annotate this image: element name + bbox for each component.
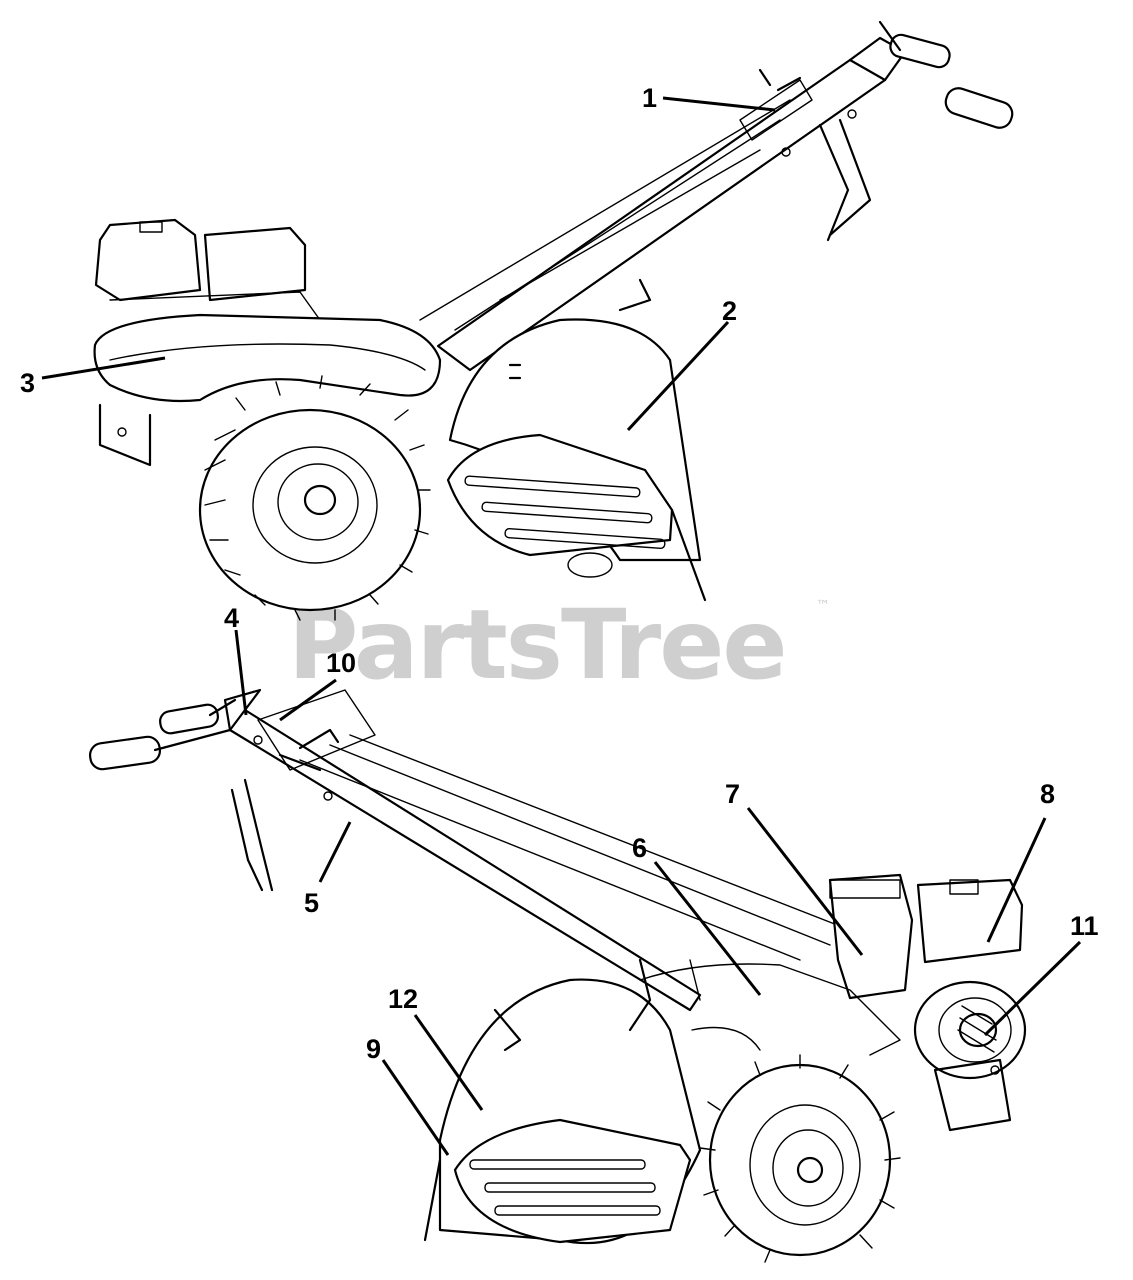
callout-10: 10 <box>326 648 356 678</box>
leader-9 <box>381 1059 450 1156</box>
leader-1 <box>662 96 776 112</box>
leader-8 <box>986 817 1047 943</box>
callout-1: 1 <box>642 83 657 113</box>
callout-4: 4 <box>224 603 239 633</box>
leader-3 <box>41 356 166 380</box>
tiller-bottom-view <box>88 688 1027 1263</box>
watermark-text: PartsTree <box>288 589 785 701</box>
leader-7 <box>746 807 864 956</box>
watermark-trademark: ™ <box>816 598 830 614</box>
callout-11: 11 <box>1070 911 1099 941</box>
leader-6 <box>653 861 762 996</box>
leader-lines <box>41 96 1082 1156</box>
callout-9: 9 <box>366 1034 381 1064</box>
leader-11 <box>983 940 1082 1037</box>
leader-10 <box>279 678 337 722</box>
callout-2: 2 <box>722 296 737 326</box>
watermark: PartsTree ™ <box>288 589 830 701</box>
callout-5: 5 <box>304 888 319 918</box>
leader-2 <box>626 320 730 432</box>
leader-12 <box>413 1014 484 1111</box>
leader-4 <box>234 629 248 716</box>
callout-8: 8 <box>1040 779 1055 809</box>
callout-6: 6 <box>632 833 647 863</box>
tiller-top-view <box>93 20 1014 621</box>
callout-labels: 1 2 3 4 5 6 7 8 9 10 11 12 <box>20 83 1099 1064</box>
callout-12: 12 <box>388 984 418 1014</box>
callout-3: 3 <box>20 368 35 398</box>
leader-5 <box>318 821 352 883</box>
callout-7: 7 <box>725 779 740 809</box>
